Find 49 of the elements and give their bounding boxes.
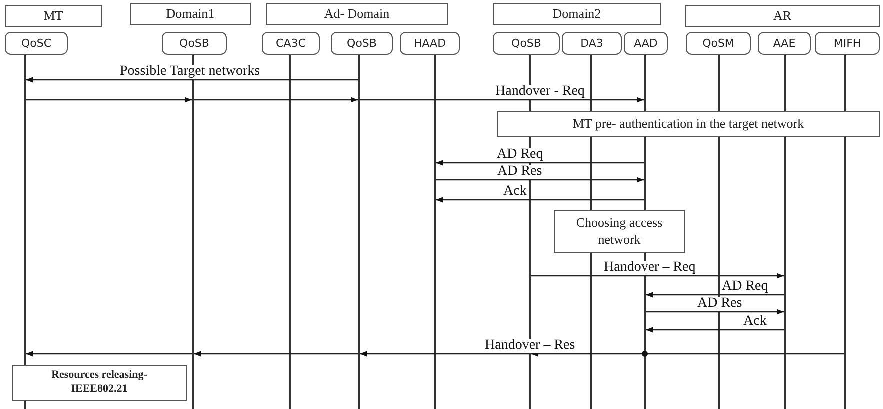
message-arrow: [26, 97, 192, 103]
group-header: Domain2: [493, 3, 661, 25]
message-arrow: [194, 97, 358, 103]
note-box: Resources releasing- IEEE802.21: [12, 365, 187, 401]
lifeline: [289, 55, 291, 409]
lifeline: [24, 55, 26, 409]
message-arrow: [194, 351, 358, 357]
lifeline-head: QoSB: [493, 32, 560, 55]
lifeline: [358, 55, 360, 409]
edge-label: AD Req: [496, 148, 544, 162]
lifeline-head: QoSB: [331, 32, 393, 55]
lifeline: [192, 55, 194, 409]
note-box: Choosing access network: [554, 210, 685, 253]
group-header: AR: [685, 5, 880, 27]
lifeline-head: MIFH: [815, 32, 880, 55]
edge-label: Handover – Res: [484, 339, 576, 353]
message-arrow: [531, 351, 844, 357]
edge-label: Handover – Req: [603, 261, 697, 275]
edge-label: AD Res: [696, 297, 744, 311]
edge-label: Possible Target networks: [119, 65, 262, 79]
edge-label: Handover - Req: [494, 85, 586, 99]
message-arrow: [646, 309, 784, 315]
lifeline: [844, 55, 846, 409]
lifeline-head: AAE: [758, 32, 811, 55]
lifeline-head: HAAD: [400, 32, 460, 55]
lifeline-head: CA3C: [262, 32, 320, 55]
lifeline: [784, 55, 786, 409]
edge-label: AD Res: [496, 165, 544, 179]
note-box: MT pre- authentication in the target network: [497, 111, 880, 137]
group-header: Domain1: [130, 3, 251, 25]
message-arrow: [360, 97, 644, 103]
message-arrow: [436, 177, 644, 183]
lifeline: [434, 55, 436, 409]
lifeline-head: AAD: [624, 32, 668, 55]
message-arrow: [436, 160, 644, 166]
group-header: MT: [5, 5, 102, 27]
message-arrow: [646, 292, 784, 298]
lifeline-head: DA3: [562, 32, 622, 55]
lifeline-head: QoSB: [162, 32, 227, 55]
message-arrow: [436, 197, 644, 203]
message-arrow: [360, 351, 529, 357]
message-arrow: [531, 273, 784, 279]
lifeline-head: QoSM: [686, 32, 751, 55]
message-arrow: [26, 351, 192, 357]
lifeline-head: QoSC: [5, 32, 68, 55]
group-header: Ad- Domain: [266, 3, 448, 25]
message-arrow: [26, 77, 358, 83]
edge-label: AD Req: [721, 280, 770, 294]
message-arrow: [646, 327, 784, 333]
